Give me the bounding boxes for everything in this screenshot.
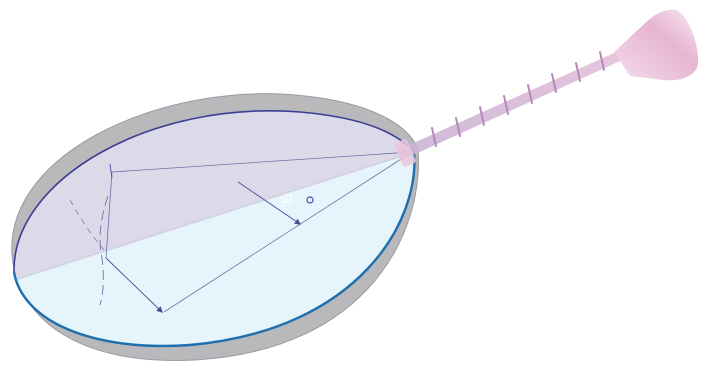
needle-tip <box>394 139 416 167</box>
dashed-guide-upper <box>99 195 109 306</box>
arrow-lower-left <box>105 257 163 313</box>
arrow-inner <box>237 181 302 225</box>
needle-hub <box>614 9 699 81</box>
needle-ticks <box>431 51 605 147</box>
rim-top <box>13 110 415 273</box>
needle-instrument <box>394 9 699 167</box>
division-line <box>13 151 415 281</box>
dashed-guide-left <box>69 199 105 251</box>
rim-bottom <box>12 151 416 348</box>
upper-region <box>13 110 415 285</box>
construction-line-top <box>111 151 413 173</box>
construction-line-diagonal <box>163 151 413 313</box>
degree-mark <box>306 196 314 204</box>
construction-line-left <box>105 171 113 259</box>
arrow-top-tick <box>109 163 113 179</box>
